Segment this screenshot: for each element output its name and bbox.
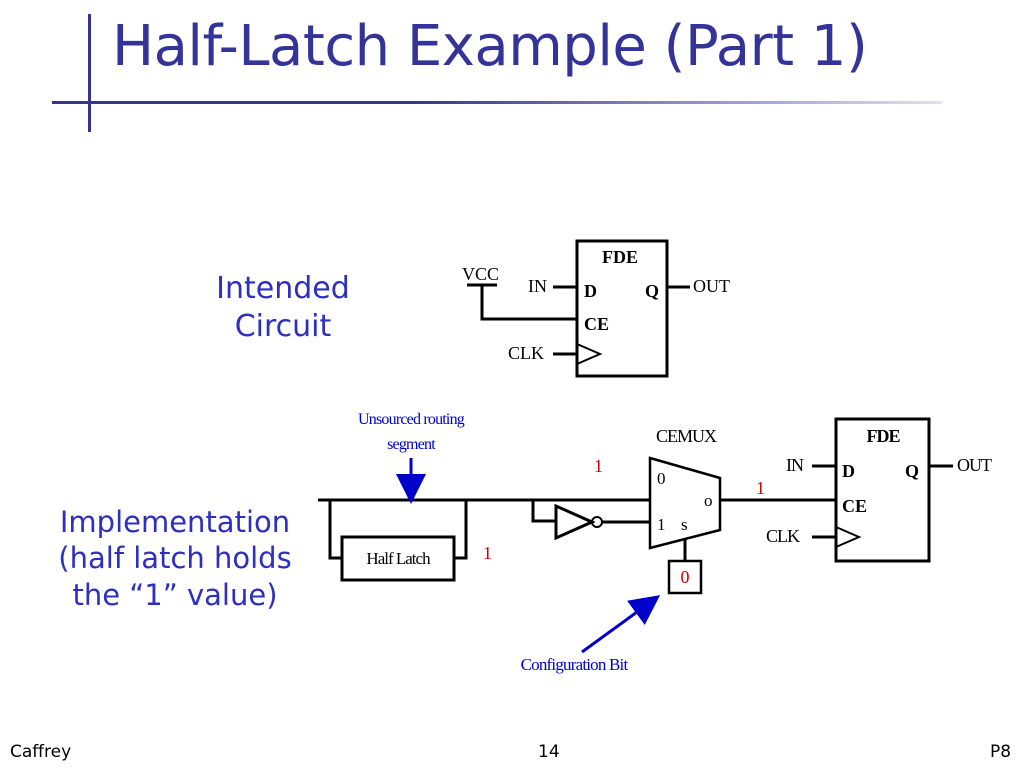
intended-clk-triangle bbox=[576, 343, 603, 365]
intended-label-line-2: Circuit bbox=[234, 308, 332, 344]
impl-clk-triangle bbox=[835, 526, 862, 548]
half-latch-loop-right bbox=[454, 500, 468, 560]
config-bit-value: 0 bbox=[681, 567, 690, 587]
footer-page-number: 14 bbox=[538, 742, 560, 762]
impl-ce-label: CE bbox=[842, 496, 867, 516]
intended-fde-block bbox=[575, 239, 669, 378]
slide-title: Half-Latch Example (Part 1) bbox=[112, 14, 868, 79]
inverter-triangle bbox=[554, 503, 596, 541]
mux-out-label: o bbox=[704, 491, 713, 510]
impl-fde-label: FDE bbox=[867, 426, 901, 446]
unsourced-label-line-2: segment bbox=[387, 436, 436, 453]
half-latch-box bbox=[340, 535, 456, 582]
vcc-label: VCC bbox=[462, 264, 499, 284]
impl-clk-label: CLK bbox=[766, 526, 800, 546]
vcc-ce-wire bbox=[480, 285, 577, 321]
intended-out-label: OUT bbox=[693, 276, 730, 296]
mux-out-value: 1 bbox=[756, 478, 765, 498]
intended-ce-label: CE bbox=[584, 314, 609, 334]
mux-in1-label: 1 bbox=[657, 515, 666, 534]
impl-d-label: D bbox=[842, 461, 855, 481]
config-bit-box bbox=[667, 559, 703, 595]
impl-label-line-3: the “1” value) bbox=[72, 577, 278, 612]
inverter-loop-wire bbox=[531, 500, 556, 523]
intended-clk-label: CLK bbox=[508, 343, 544, 363]
implementation-label: Implementation (half latch holds the “1”… bbox=[40, 504, 310, 613]
implementation-circuit bbox=[318, 417, 953, 595]
impl-out-label: OUT bbox=[957, 455, 992, 475]
intended-d-label: D bbox=[584, 281, 597, 301]
intended-q-label: Q bbox=[645, 281, 659, 301]
mux-sel-label: s bbox=[681, 515, 688, 534]
impl-fde-block bbox=[834, 417, 931, 563]
impl-q-label: Q bbox=[905, 461, 919, 481]
half-latch-loop-left bbox=[328, 500, 342, 560]
intended-label-line-1: Intended bbox=[216, 271, 350, 306]
intended-circuit bbox=[467, 239, 690, 378]
half-latch-label: Half Latch bbox=[366, 549, 431, 568]
unsourced-label-line-1: Unsourced routing bbox=[358, 411, 465, 428]
impl-label-line-1: Implementation bbox=[59, 505, 291, 539]
implementation-labels: Unsourced routing segment Half Latch 1 1… bbox=[358, 411, 993, 674]
title-horizontal-rule bbox=[52, 101, 942, 104]
mux-in0-label: 0 bbox=[657, 469, 666, 488]
intended-circuit-label: Intended Circuit bbox=[198, 270, 368, 345]
title-vertical-rule bbox=[88, 14, 91, 132]
impl-label-line-2: (half latch holds bbox=[58, 541, 292, 576]
inverter-value: 1 bbox=[594, 456, 603, 476]
impl-in-label: IN bbox=[786, 455, 804, 475]
cemux-body bbox=[648, 456, 722, 550]
footer-section: P8 bbox=[990, 742, 1012, 762]
intended-circuit-labels: FDE VCC IN D Q OUT CE CLK bbox=[462, 247, 730, 363]
intended-fde-label: FDE bbox=[602, 247, 638, 267]
footer-author: Caffrey bbox=[10, 742, 72, 762]
half-latch-value: 1 bbox=[483, 543, 492, 563]
intended-in-label: IN bbox=[528, 276, 547, 296]
cemux-label: CEMUX bbox=[656, 426, 717, 446]
config-bit-label: Configuration Bit bbox=[521, 655, 629, 674]
config-bit-arrow bbox=[581, 595, 661, 654]
